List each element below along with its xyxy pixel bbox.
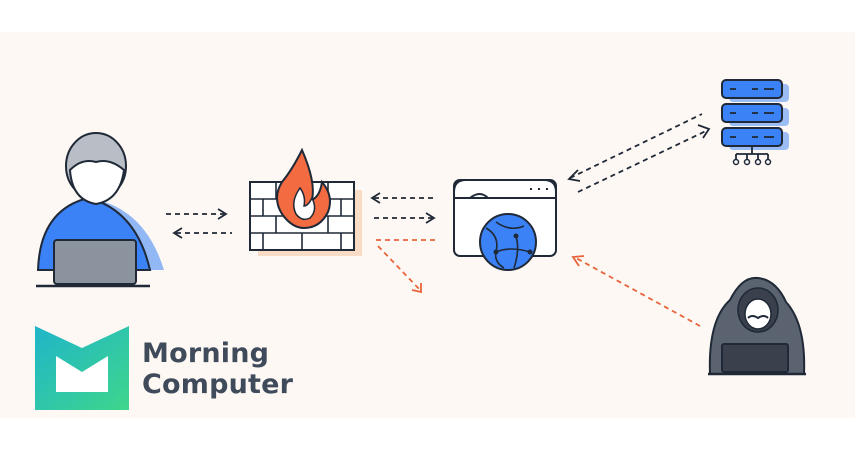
arrows-user-firewall bbox=[166, 208, 232, 239]
server-icon bbox=[721, 79, 789, 166]
brand-line-2: Computer bbox=[142, 369, 294, 400]
firewall-icon bbox=[249, 147, 362, 256]
brand-name: Morning Computer bbox=[142, 338, 293, 400]
brand-line-1: Morning bbox=[142, 338, 270, 369]
hacker-icon bbox=[708, 276, 806, 376]
arrows-firewall-browser bbox=[370, 192, 436, 224]
logo-icon bbox=[35, 326, 129, 410]
blocked-threat-arrows bbox=[376, 239, 438, 294]
user-laptop-icon bbox=[36, 132, 164, 288]
browser-globe-icon bbox=[453, 179, 557, 271]
arrows-browser-server bbox=[567, 113, 711, 193]
attack-arrow bbox=[571, 255, 701, 327]
